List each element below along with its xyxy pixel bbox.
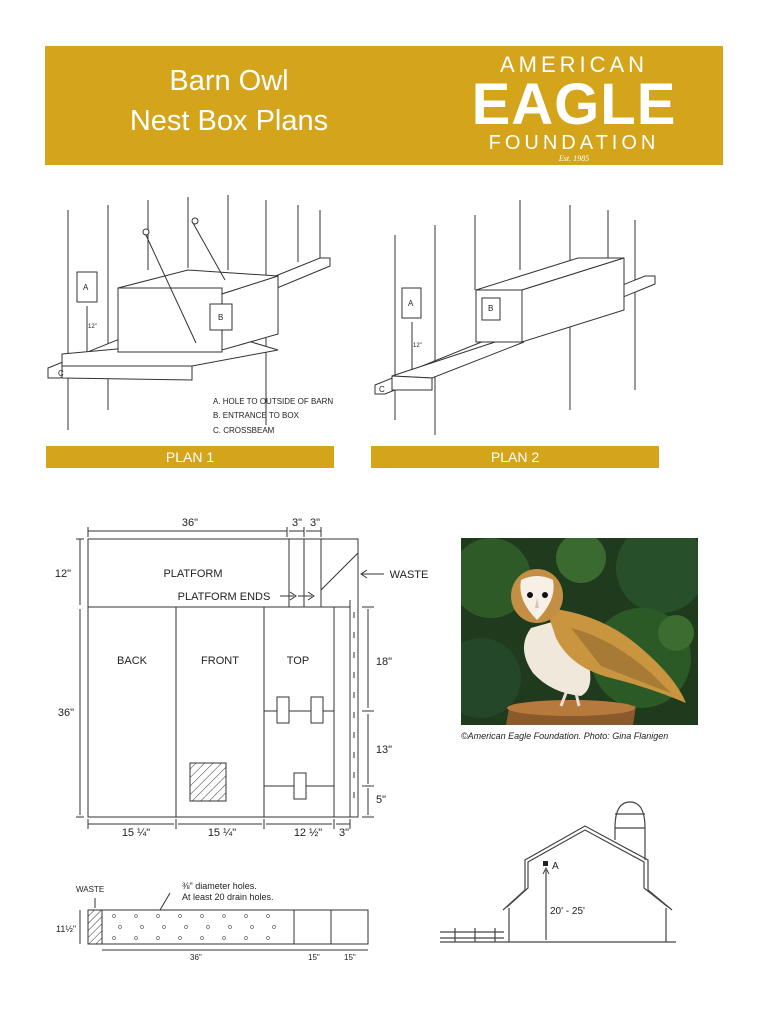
- plan-1-label: PLAN 1: [46, 446, 334, 468]
- header-banner: Barn Owl Nest Box Plans AMERICAN EAGLE F…: [45, 46, 723, 165]
- floor-dim-15b: 15": [344, 953, 356, 962]
- dim-right-13: 13": [376, 744, 392, 756]
- plan2-height-label: 12": [413, 343, 422, 349]
- label-platform: PLATFORM: [163, 568, 222, 580]
- holes-note-line2: At least 20 drain holes.: [182, 892, 274, 902]
- label-top: TOP: [287, 655, 309, 667]
- floor-dim-height: 11½": [56, 924, 76, 934]
- logo-main-text: EAGLE: [471, 72, 677, 137]
- floor-waste-label: WASTE: [76, 885, 104, 894]
- barn-label-a: A: [552, 861, 559, 872]
- legend-a: A. HOLE TO OUTSIDE OF BARN: [213, 397, 333, 406]
- dim-bottom-1: 15 ¼": [122, 827, 150, 839]
- legend-c: C. CROSSBEAM: [213, 426, 275, 435]
- dim-top-3b: 3": [310, 517, 320, 529]
- plan2-label-a: A: [408, 299, 414, 308]
- floor-dim-36: 36": [190, 953, 202, 962]
- photo-caption: ©American Eagle Foundation. Photo: Gina …: [461, 731, 669, 741]
- logo-bottom-text: FOUNDATION: [488, 132, 660, 154]
- label-waste: WASTE: [390, 569, 429, 581]
- barn-owl-photo: [461, 538, 698, 725]
- logo-top-text: AMERICAN: [499, 52, 649, 77]
- plan2-label-c: C: [379, 385, 385, 394]
- title-line-2: Nest Box Plans: [129, 105, 329, 137]
- barn-height-label: 20' - 25': [550, 906, 585, 917]
- dim-right-5: 5": [376, 794, 386, 806]
- dim-bottom-4: 3": [339, 827, 349, 839]
- holes-note-line1: ⅜" diameter holes.: [182, 881, 257, 891]
- floor-dim-15a: 15": [308, 953, 320, 962]
- dim-bottom-2: 15 ¼": [208, 827, 236, 839]
- dim-top-3a: 3": [292, 517, 302, 529]
- barn-diagram: A 20' - 25': [440, 801, 676, 943]
- dim-bottom-3: 12 ½": [294, 827, 322, 839]
- plan-drawings: A B C 12" A B C 12" A. HOLE TO OUTSIDE O…: [47, 195, 656, 435]
- legend-b: B. ENTRANCE TO BOX: [213, 411, 300, 420]
- page-title: Barn Owl Nest Box Plans: [45, 61, 413, 141]
- barn-hole-marker: [543, 861, 548, 866]
- label-front: FRONT: [201, 655, 239, 667]
- dim-top-36: 36": [182, 517, 198, 529]
- american-eagle-foundation-logo: AMERICAN EAGLE FOUNDATION Est. 1985: [450, 50, 698, 163]
- plan1-label-c: C: [58, 369, 64, 378]
- plan1-label-a: A: [83, 283, 89, 292]
- dim-left-36: 36": [58, 707, 74, 719]
- cut-diagram: 36" 3" 3" 12" 36" PLATFORM WASTE PLATFOR…: [55, 517, 429, 839]
- dim-left-12: 12": [55, 568, 71, 580]
- label-platform-ends: PLATFORM ENDS: [178, 591, 271, 603]
- floor-diagram: WASTE ⅜" diameter holes. At least 20 dra…: [56, 881, 369, 962]
- dim-right-18: 18": [376, 656, 392, 668]
- plan1-height-label: 12": [88, 324, 97, 330]
- logo-established: Est. 1985: [558, 154, 590, 163]
- label-back: BACK: [117, 655, 148, 667]
- plan-2-label: PLAN 2: [371, 446, 659, 468]
- title-line-1: Barn Owl: [169, 65, 289, 97]
- plan1-label-b: B: [218, 313, 223, 322]
- plan2-label-b: B: [488, 304, 493, 313]
